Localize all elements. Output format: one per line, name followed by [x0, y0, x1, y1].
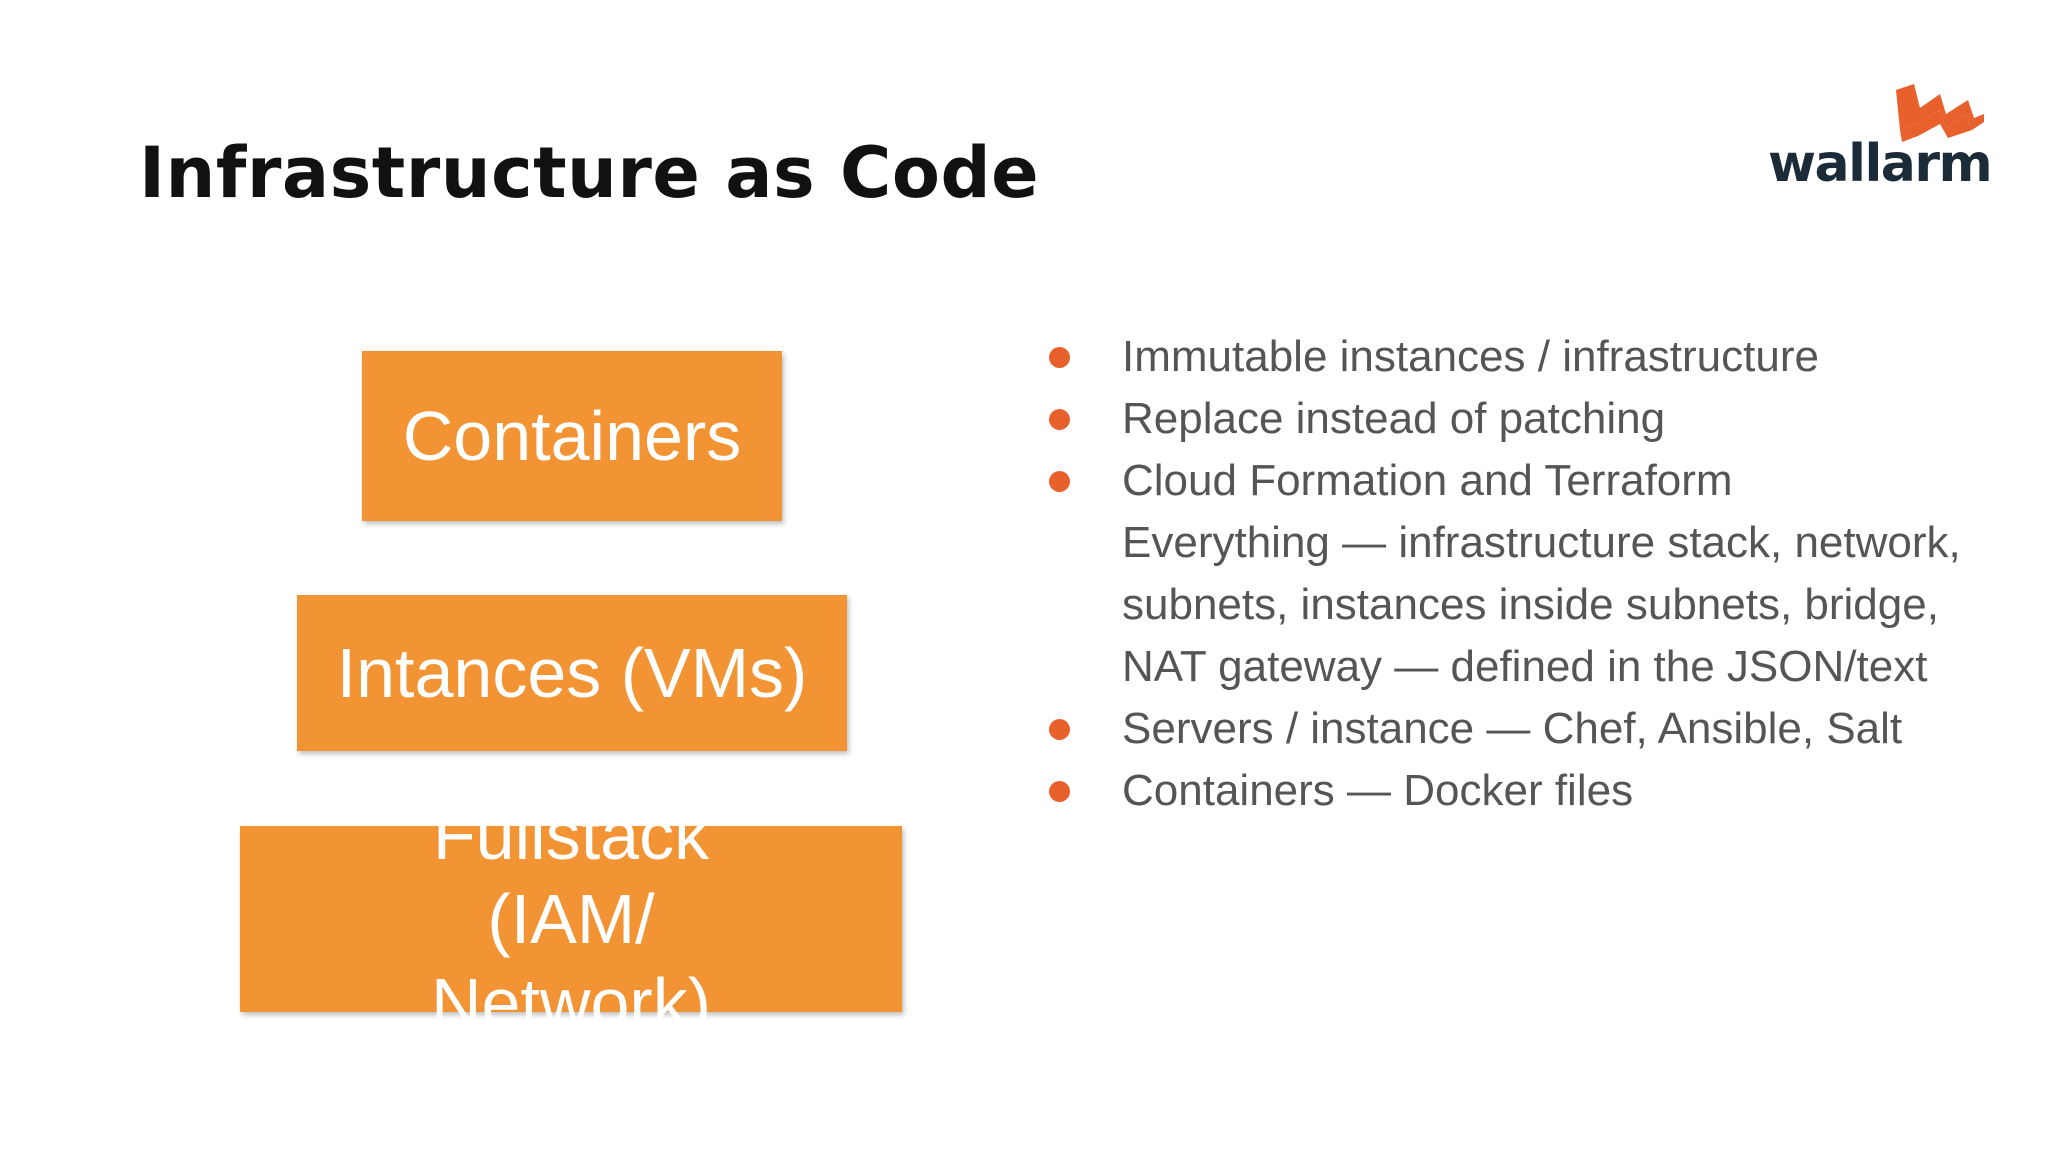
slide-title: Infrastructure as Code	[139, 132, 1040, 214]
list-item: Immutable instances / infrastructure	[1042, 326, 1992, 388]
list-item: Servers / instance — Chef, Ansible, Salt	[1042, 698, 1992, 760]
layer-instances: Intances (VMs)	[297, 595, 847, 751]
bullet-list: Immutable instances / infrastructure Rep…	[1042, 326, 1992, 822]
list-item-continuation: Everything — infrastructure stack, netwo…	[1042, 512, 1992, 698]
bullet-text: Immutable instances / infrastructure	[1122, 332, 1819, 381]
layer-label: Containers	[402, 397, 742, 475]
layer-fullstack: Fullstack (IAM/ Network)	[240, 796, 902, 1042]
bullet-dot-icon	[1049, 409, 1070, 430]
bullet-dot-icon	[1049, 781, 1070, 802]
list-item: Cloud Formation and Terraform	[1042, 450, 1992, 512]
bullet-text: Replace instead of patching	[1122, 394, 1666, 443]
bullet-dot-icon	[1049, 347, 1070, 368]
bullet-dot-icon	[1049, 471, 1070, 492]
continuation-text: Everything — infrastructure stack, netwo…	[1122, 518, 1961, 691]
logo-text: wallarm	[1768, 134, 1993, 194]
bullet-text: Cloud Formation and Terraform	[1122, 456, 1733, 505]
list-item: Containers — Docker files	[1042, 760, 1992, 822]
layer-label: Fullstack (IAM/ Network)	[430, 796, 712, 1042]
bullet-text: Containers — Docker files	[1122, 766, 1634, 815]
bullet-dot-icon	[1049, 719, 1070, 740]
list-item: Replace instead of patching	[1042, 388, 1992, 450]
layer-label: Intances (VMs)	[336, 634, 808, 712]
wallarm-flag-icon	[1896, 84, 1984, 142]
bullet-text: Servers / instance — Chef, Ansible, Salt	[1122, 704, 1903, 753]
layer-containers: Containers	[362, 351, 782, 521]
wallarm-logo: wallarm	[1768, 84, 1993, 194]
